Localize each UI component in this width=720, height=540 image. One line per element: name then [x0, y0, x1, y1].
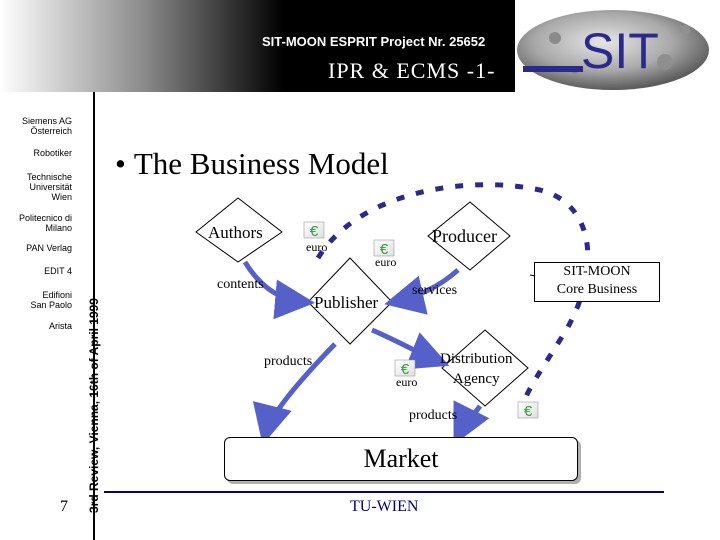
logo-text: SIT — [581, 23, 659, 79]
partner-name-line: Universität — [29, 182, 72, 192]
slide-subtitle: IPR & ECMS -1- — [328, 58, 496, 83]
publisher-to-market-arrow — [252, 342, 337, 445]
producer-node-shape — [427, 201, 511, 271]
header-bar — [0, 0, 515, 92]
partner-item: Arista — [0, 321, 72, 331]
sidebar-divider — [93, 92, 95, 540]
page-number: 7 — [60, 498, 68, 515]
publisher-node: Publisher — [314, 293, 379, 312]
publisher-to-distribution-arrow — [371, 327, 450, 370]
euro-icon: € — [517, 401, 539, 420]
project-title: SIT-MOON ESPRIT Project Nr. 25652 — [262, 34, 486, 49]
sit-moon-line-1: SIT-MOON — [563, 264, 631, 279]
partner-name-line: EDIT 4 — [44, 266, 72, 276]
footer-rule — [104, 491, 664, 493]
partner-item: Robotiker — [0, 148, 72, 158]
sit-logo: SIT — [515, 0, 720, 92]
euro-label: euro — [396, 375, 418, 389]
partner-name-line: Milano — [45, 223, 72, 233]
euro-label: euro — [306, 240, 328, 254]
authors-to-publisher-arrow — [242, 260, 315, 320]
partner-item: EDIT 4 — [0, 266, 72, 276]
partner-name-line: PAN Verlag — [26, 243, 72, 253]
partner-item: PAN Verlag — [0, 243, 72, 253]
partner-name-line: Politecnico di — [18, 213, 72, 223]
core-business-boundary — [315, 182, 591, 421]
producer-to-publisher-arrow — [384, 268, 460, 315]
authors-node: Authors — [208, 223, 263, 242]
publisher-node-shape — [307, 257, 393, 345]
distribution-to-market-arrow — [453, 400, 490, 445]
euro-icon: € — [303, 221, 325, 240]
partner-name-line: Österreich — [30, 126, 72, 136]
sit-moon-line-2: Core Business — [556, 282, 638, 297]
distribution-agency-node: Distribution Agency — [440, 349, 513, 389]
footer-text: TU-WIEN — [350, 498, 419, 515]
sit-moon-core-business-label: SIT-MOON Core Business — [534, 262, 660, 302]
partner-name-line: San Paolo — [30, 300, 72, 310]
euro-icon: € — [373, 239, 395, 258]
services-label: services — [412, 283, 458, 298]
market-node: Market — [224, 437, 578, 481]
partner-name-line: Robotiker — [33, 148, 72, 158]
title-text: The Business Model — [133, 146, 389, 181]
svg-text:€: € — [380, 241, 389, 258]
title-bullet: • — [115, 146, 126, 181]
partner-name-line: Wien — [51, 192, 72, 202]
svg-text:€: € — [310, 223, 319, 240]
partner-name-line: Edifioni — [42, 290, 72, 300]
svg-text:€: € — [401, 361, 410, 378]
distribution-line-2: Agency — [452, 371, 500, 387]
producer-node: Producer — [432, 226, 497, 246]
distribution-line-1: Distribution — [440, 351, 513, 367]
products-label: products — [409, 408, 458, 423]
partner-name-line: Siemens AG — [21, 116, 72, 126]
partner-name-line: Arista — [48, 321, 72, 331]
euro-icon: € — [394, 359, 416, 378]
svg-text:€: € — [524, 403, 533, 420]
page-title: •The Business Model — [115, 146, 389, 182]
products-label: products — [264, 354, 313, 369]
contents-label: contents — [217, 277, 264, 292]
euro-label: euro — [375, 255, 397, 269]
partner-name-line: Technische — [26, 172, 72, 182]
authors-node-shape — [195, 197, 283, 263]
